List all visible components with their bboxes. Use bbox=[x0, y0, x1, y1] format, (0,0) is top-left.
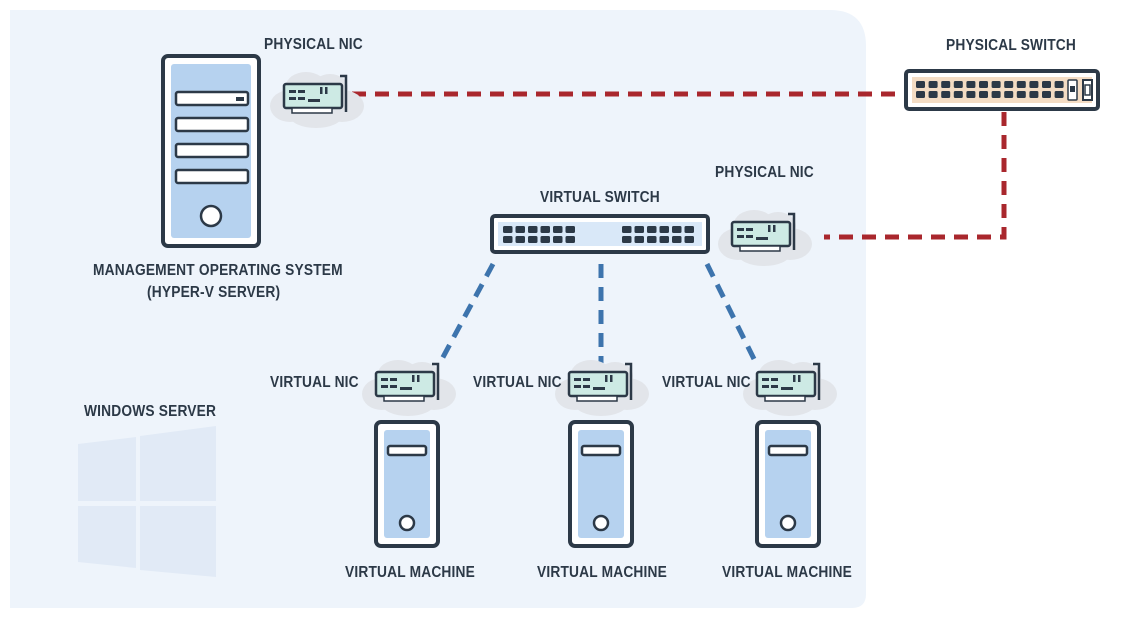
switch-port bbox=[553, 226, 563, 233]
physical-switch-icon bbox=[904, 69, 1100, 111]
switch-port bbox=[979, 81, 988, 88]
vm-tower-icon bbox=[755, 420, 821, 548]
switch-port bbox=[1004, 91, 1014, 98]
switch-port bbox=[647, 226, 657, 233]
windows-logo-icon bbox=[78, 426, 216, 577]
physical-links bbox=[352, 91, 1007, 240]
switch-port bbox=[928, 81, 938, 88]
switch-port bbox=[672, 236, 682, 243]
switch-port bbox=[1054, 91, 1064, 98]
network-card-icon bbox=[362, 360, 456, 416]
switch-port bbox=[515, 236, 525, 243]
virtual-nic-label-3: VIRTUAL NIC bbox=[662, 374, 751, 391]
switch-port bbox=[953, 91, 963, 98]
link-physical-switch-to-nic bbox=[824, 112, 1007, 240]
switch-port bbox=[1016, 81, 1026, 88]
switch-port bbox=[622, 236, 632, 243]
switch-port bbox=[1054, 81, 1064, 88]
virtual-nic-label-2: VIRTUAL NIC bbox=[473, 374, 562, 391]
switch-port bbox=[928, 91, 938, 98]
switch-port bbox=[1004, 81, 1014, 88]
switch-port bbox=[540, 236, 550, 243]
virtual-switch-label: VIRTUAL SWITCH bbox=[540, 189, 660, 206]
switch-port bbox=[659, 226, 669, 233]
switch-port bbox=[622, 226, 632, 233]
network-card-icon bbox=[718, 210, 812, 266]
link-vswitch-to-vnic-3 bbox=[704, 262, 757, 361]
switch-port bbox=[1042, 91, 1051, 98]
switch-port bbox=[941, 91, 951, 98]
switch-port bbox=[634, 236, 644, 243]
switch-port bbox=[916, 91, 925, 98]
switch-port bbox=[966, 91, 976, 98]
tower-server-icon bbox=[161, 54, 261, 248]
virtual-nic-label-1: VIRTUAL NIC bbox=[270, 374, 359, 391]
switch-port bbox=[684, 226, 694, 233]
switch-port bbox=[1016, 91, 1026, 98]
switch-port bbox=[684, 236, 694, 243]
switch-port bbox=[528, 236, 538, 243]
switch-port bbox=[647, 236, 657, 243]
switch-port bbox=[634, 226, 644, 233]
virtual-machine-label-1: VIRTUAL MACHINE bbox=[345, 564, 475, 581]
switch-port bbox=[540, 226, 550, 233]
virtual-switch-icon bbox=[490, 214, 710, 254]
switch-port bbox=[953, 81, 963, 88]
network-card-icon bbox=[555, 360, 649, 416]
switch-port bbox=[1029, 91, 1039, 98]
switch-port bbox=[1042, 81, 1051, 88]
switch-port bbox=[991, 91, 1001, 98]
switch-port bbox=[503, 226, 513, 233]
switch-port bbox=[672, 226, 682, 233]
network-card-icon bbox=[270, 72, 364, 128]
virtual-machine-label-3: VIRTUAL MACHINE bbox=[722, 564, 852, 581]
link-vswitch-to-vnic-1 bbox=[439, 262, 496, 361]
vm-tower-icon bbox=[374, 420, 440, 548]
management-os-label: MANAGEMENT OPERATING SYSTEM bbox=[93, 262, 343, 279]
switch-port bbox=[565, 236, 575, 243]
virtual-machine-label-2: VIRTUAL MACHINE bbox=[537, 564, 667, 581]
physical-nic-top-label: PHYSICAL NIC bbox=[264, 36, 363, 53]
switch-port bbox=[916, 81, 925, 88]
switch-port bbox=[659, 236, 669, 243]
switch-port bbox=[966, 81, 976, 88]
virtual-links bbox=[439, 262, 757, 366]
switch-port bbox=[553, 236, 563, 243]
switch-port bbox=[991, 81, 1001, 88]
switch-port bbox=[979, 91, 988, 98]
windows-server-label: WINDOWS SERVER bbox=[84, 403, 217, 420]
switch-port bbox=[528, 226, 538, 233]
switch-port bbox=[565, 226, 575, 233]
management-os-sublabel: (HYPER-V SERVER) bbox=[147, 284, 281, 301]
physical-switch-label: PHYSICAL SWITCH bbox=[946, 37, 1076, 54]
physical-nic-right-label: PHYSICAL NIC bbox=[715, 164, 814, 181]
network-card-icon bbox=[743, 360, 837, 416]
switch-port bbox=[503, 236, 513, 243]
switch-port bbox=[941, 81, 951, 88]
vm-tower-icon bbox=[568, 420, 634, 548]
switch-port bbox=[515, 226, 525, 233]
switch-port bbox=[1029, 81, 1039, 88]
